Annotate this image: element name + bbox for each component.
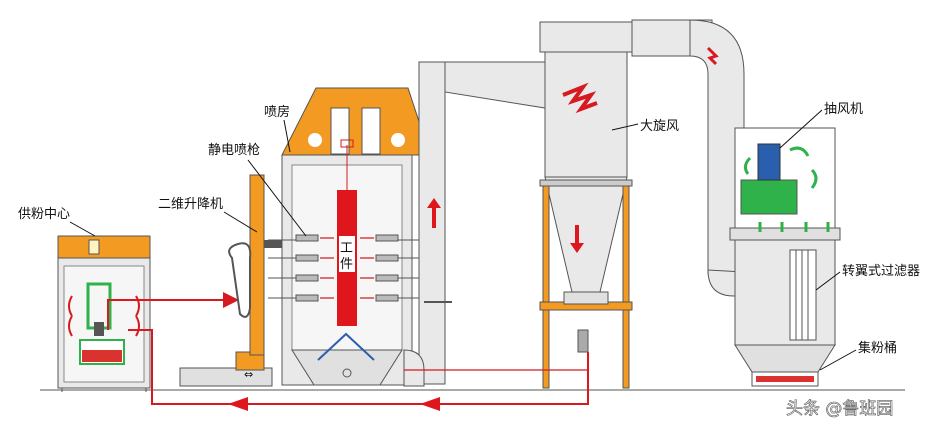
duct-cyclone-to-filter	[631, 19, 749, 297]
label-collector: 集粉桶	[858, 340, 897, 356]
label-spray-gun: 静电喷枪	[208, 142, 260, 158]
label-filter: 转翼式过滤器	[842, 264, 920, 279]
watermark: 头条 @鲁班园	[786, 399, 894, 420]
label-booth: 喷房	[264, 104, 290, 120]
label-cyclone: 大旋风	[640, 119, 679, 134]
fan-filter-unit	[729, 127, 841, 387]
powder-supply-center	[57, 235, 151, 392]
cyclone-separator	[539, 21, 633, 389]
watermark-text: 头条 @鲁班园	[786, 399, 893, 419]
workpiece-char-1: 工	[340, 241, 353, 256]
spray-booth	[268, 87, 431, 386]
label-fan: 抽风机	[824, 102, 863, 117]
duct-booth-to-cyclone	[403, 61, 546, 387]
powder-recovery-line	[128, 329, 589, 405]
label-powder-center: 供粉中心	[18, 207, 70, 222]
svg-text:⇔: ⇔	[244, 368, 253, 381]
two-axis-lifter: ⇔	[179, 174, 284, 387]
label-lifter: 二维升降机	[158, 197, 223, 212]
powder-hose-to-gun	[107, 292, 239, 330]
workpiece-char-2: 件	[340, 257, 353, 272]
